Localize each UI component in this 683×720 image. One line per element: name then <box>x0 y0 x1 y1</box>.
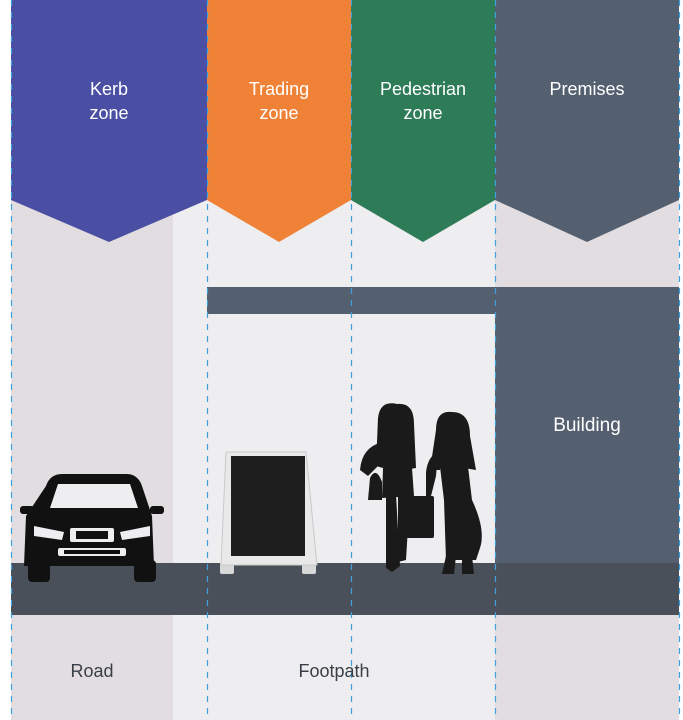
ground-strip <box>11 563 679 615</box>
footpath-label: Footpath <box>298 661 370 681</box>
a-frame-sign-icon <box>220 451 318 574</box>
pedestrians-icon <box>360 403 482 574</box>
building-label: Building <box>553 415 621 436</box>
kerb-zone-banner <box>11 0 207 242</box>
kerb-zone-label: Kerb zone <box>89 79 129 123</box>
trading-zone-label: Trading zone <box>248 79 310 123</box>
trading-zone-banner <box>207 0 351 242</box>
pedestrian-zone-banner <box>351 0 495 242</box>
road-label: Road <box>70 661 114 681</box>
pedestrian-zone-label: Pedestrian zone <box>379 79 467 123</box>
car-icon <box>20 474 164 582</box>
building <box>495 287 679 563</box>
zone-dividers <box>10 0 681 720</box>
premises-zone-label: Premises <box>549 79 625 99</box>
premises-zone-banner <box>495 0 679 242</box>
